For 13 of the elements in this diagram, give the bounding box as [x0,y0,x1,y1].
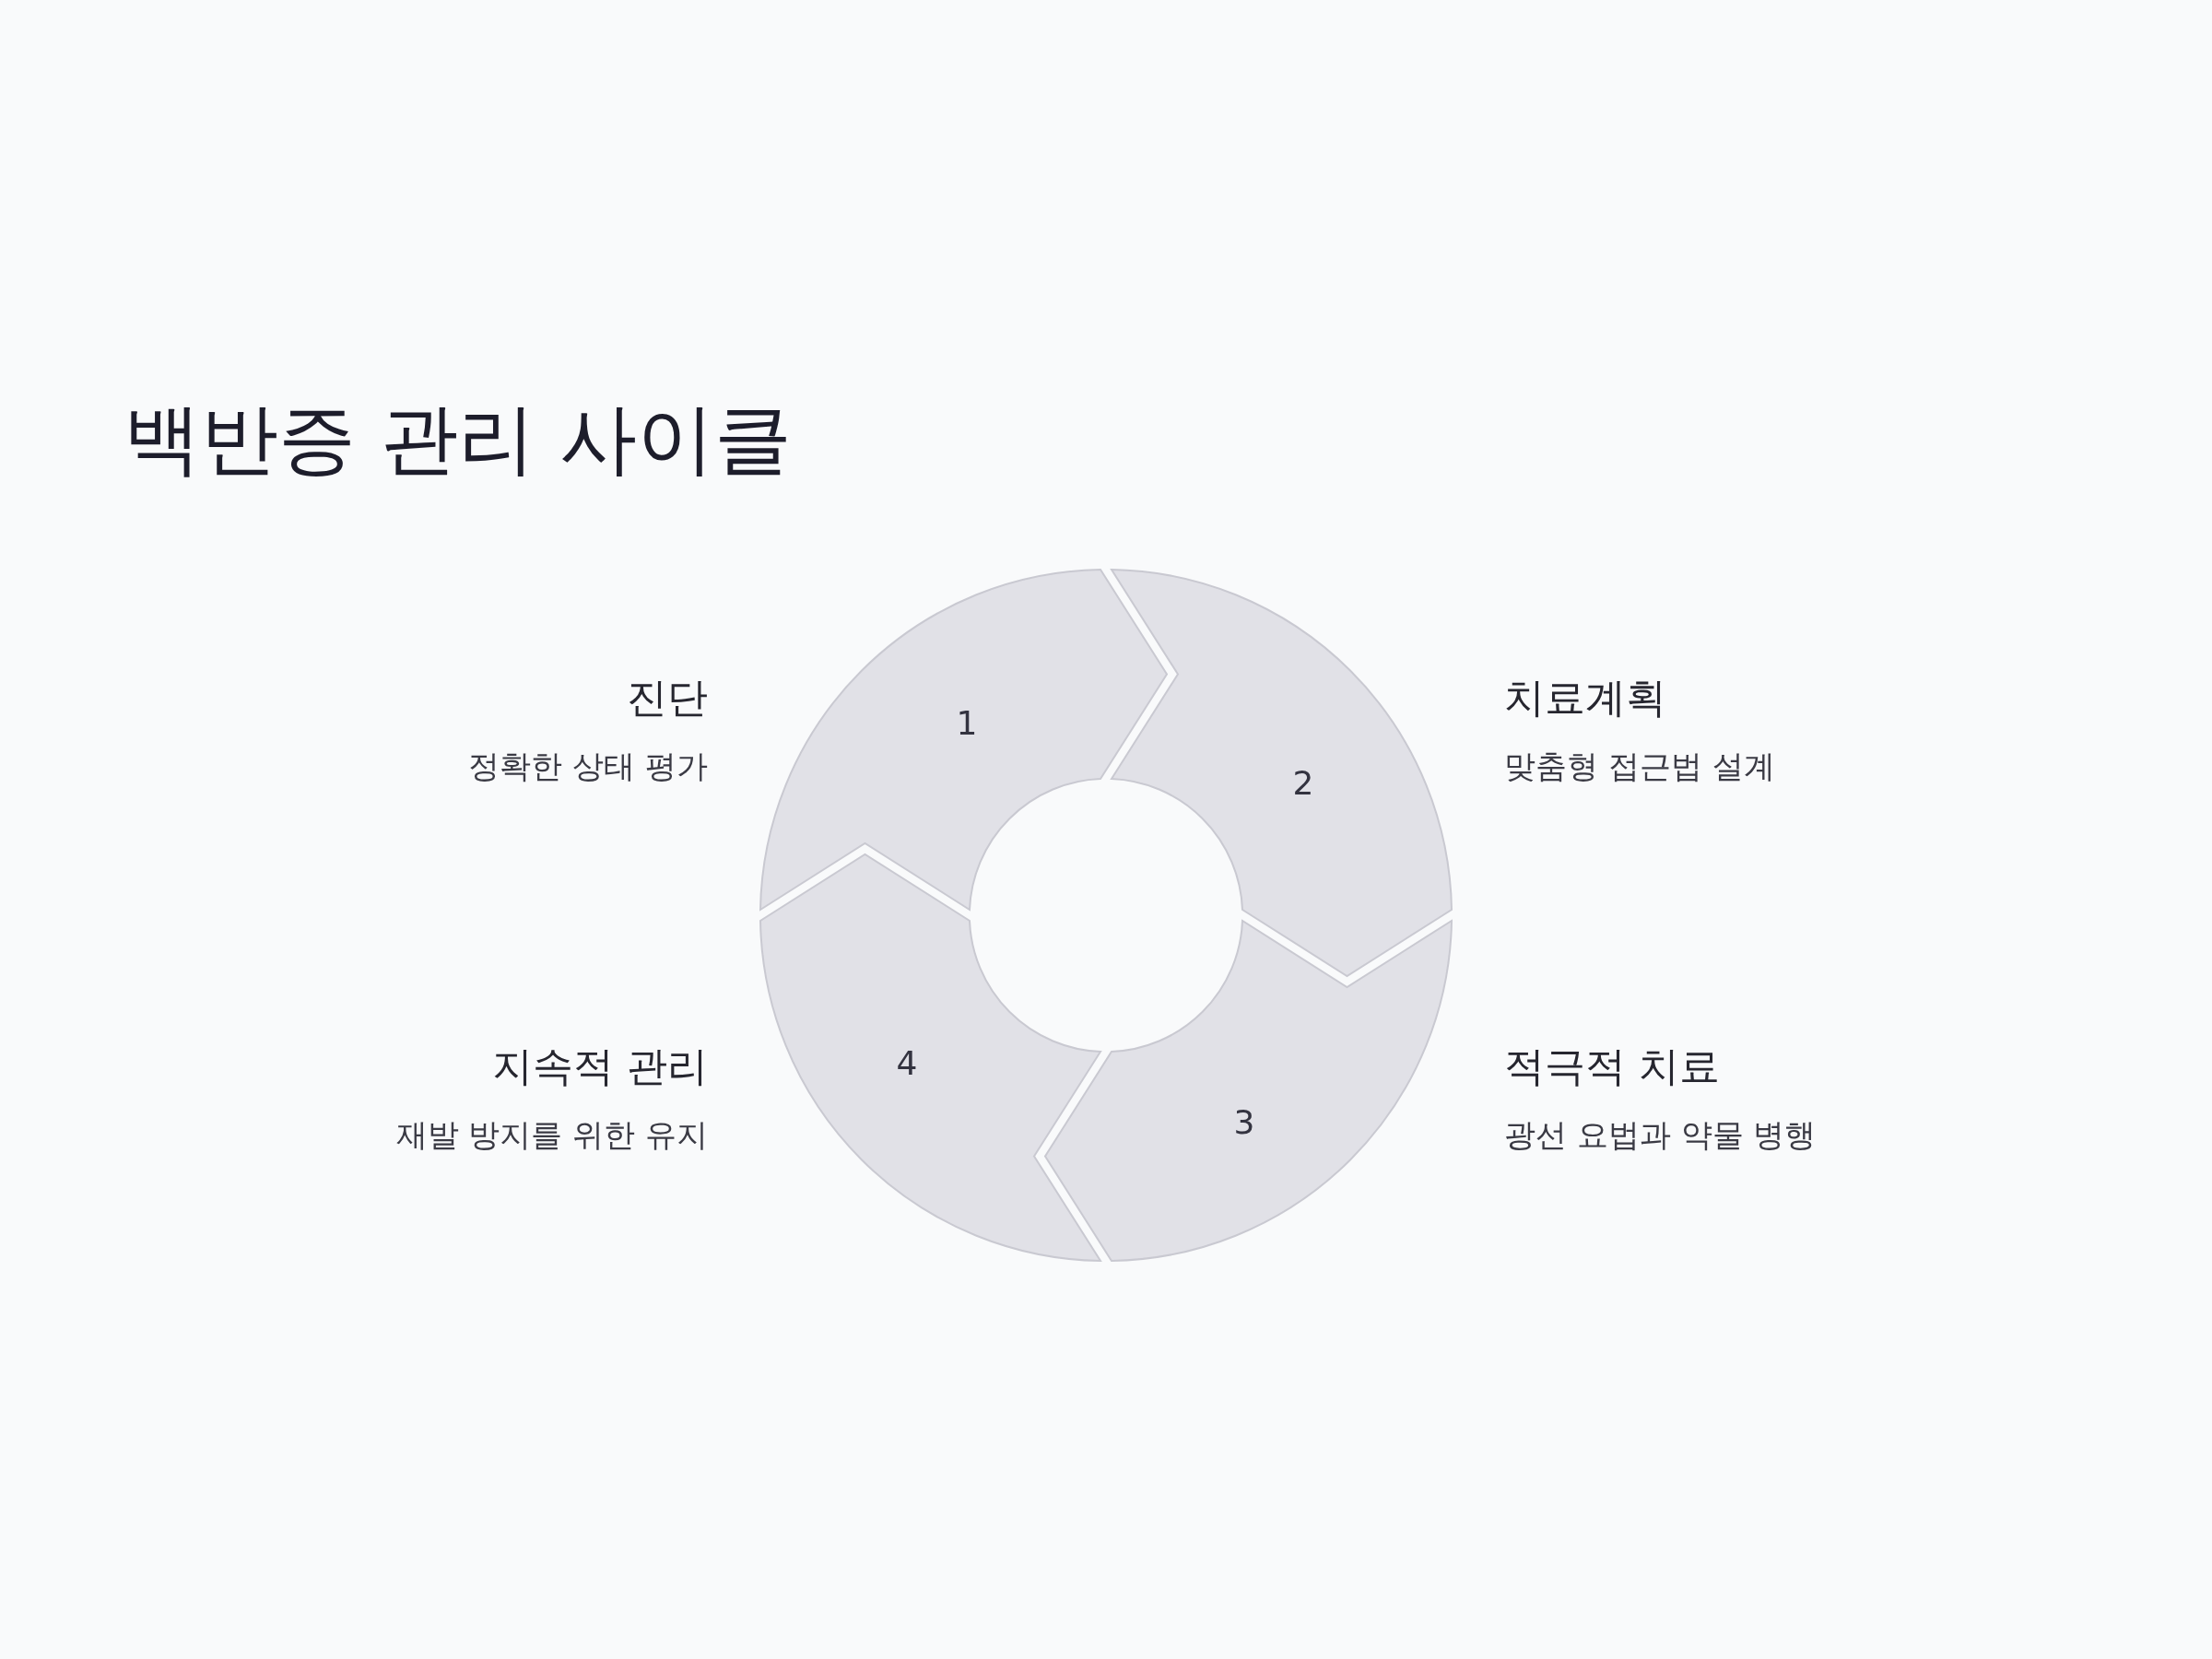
step-description: 맞춤형 접근법 설계 [1504,747,1776,786]
step-number: 1 [956,707,978,740]
step-number: 2 [1292,767,1314,800]
step-description: 정확한 상태 평가 [467,747,708,786]
step-number: 4 [896,1047,918,1080]
step-number: 3 [1233,1106,1255,1139]
step-title: 지속적 관리 [491,1041,708,1091]
step-title: 진단 [626,673,708,723]
step-description: 광선 요법과 약물 병행 [1504,1115,1818,1155]
title: 백반증 관리 사이클 [124,393,793,486]
step-title: 치료계획 [1504,673,1667,723]
step-description: 재발 방지를 위한 유지 [394,1115,708,1155]
step-title: 적극적 치료 [1504,1041,1721,1091]
